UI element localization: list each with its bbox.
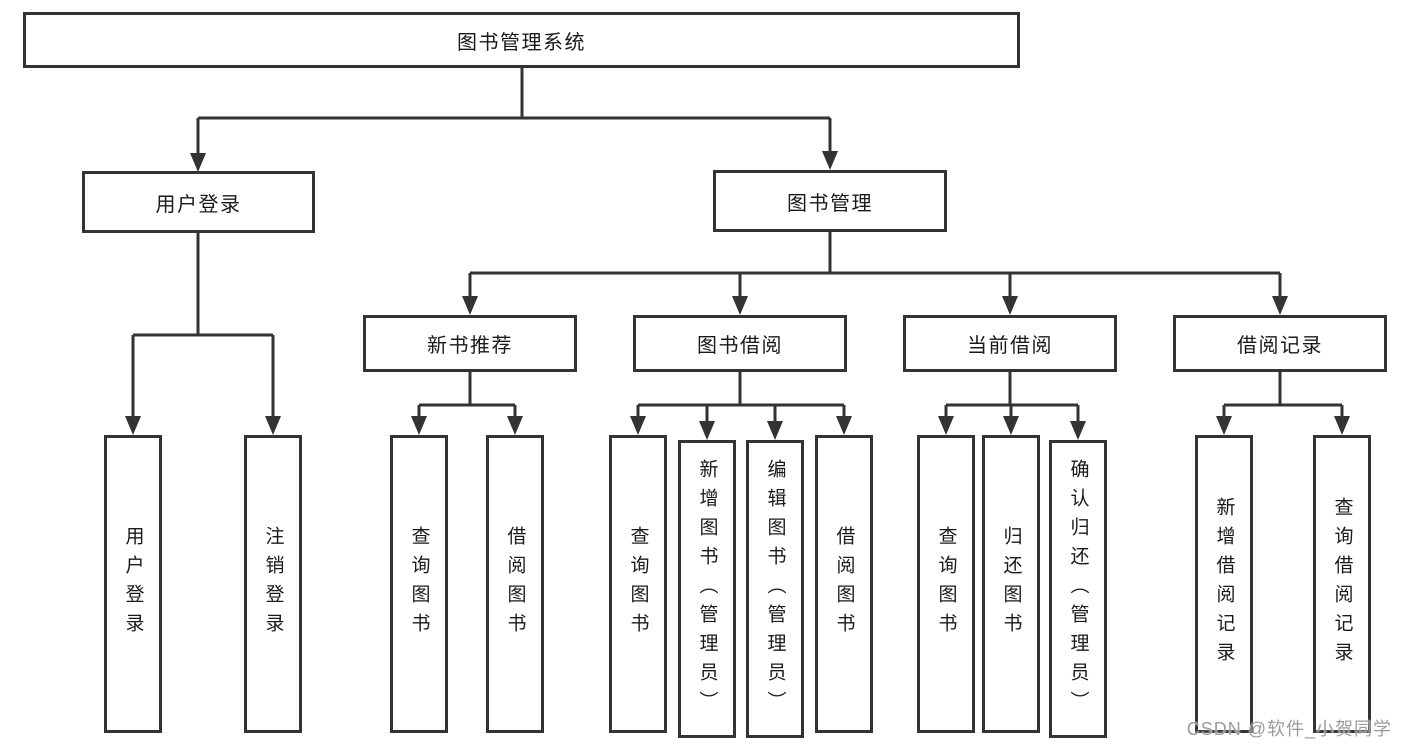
- node-book-management: 图书管理: [713, 170, 947, 232]
- node-borrow-books-borrowing: 借阅图书: [815, 435, 873, 733]
- node-borrow-books-recommend: 借阅图书: [486, 435, 544, 733]
- node-edit-books-admin: 编辑图书（管理员）: [746, 440, 804, 738]
- node-query-borrow-record: 查询借阅记录: [1313, 435, 1371, 733]
- node-new-book-recommendation: 新书推荐: [363, 315, 577, 372]
- node-book-borrowing: 图书借阅: [633, 315, 847, 372]
- node-current-borrowing: 当前借阅: [903, 315, 1117, 372]
- node-logout: 注销登录: [244, 435, 302, 733]
- node-query-books-recommend: 查询图书: [390, 435, 448, 733]
- node-add-borrow-record: 新增借阅记录: [1195, 435, 1253, 733]
- csdn-watermark: CSDN @软件_小贺同学: [1186, 719, 1392, 739]
- connector-paths: [131, 68, 1344, 422]
- node-user-login: 用户登录: [82, 171, 315, 233]
- arrowhead-icons: [125, 151, 1350, 440]
- node-add-books-admin: 新增图书（管理员）: [678, 440, 736, 738]
- node-borrow-records: 借阅记录: [1173, 315, 1387, 372]
- node-root-system: 图书管理系统: [23, 12, 1020, 68]
- node-query-books-borrowing: 查询图书: [609, 435, 667, 733]
- node-confirm-return-admin: 确认归还（管理员）: [1049, 440, 1107, 738]
- node-user-login-leaf: 用户登录: [104, 435, 162, 733]
- node-return-books: 归还图书: [982, 435, 1040, 733]
- node-query-books-current: 查询图书: [917, 435, 975, 733]
